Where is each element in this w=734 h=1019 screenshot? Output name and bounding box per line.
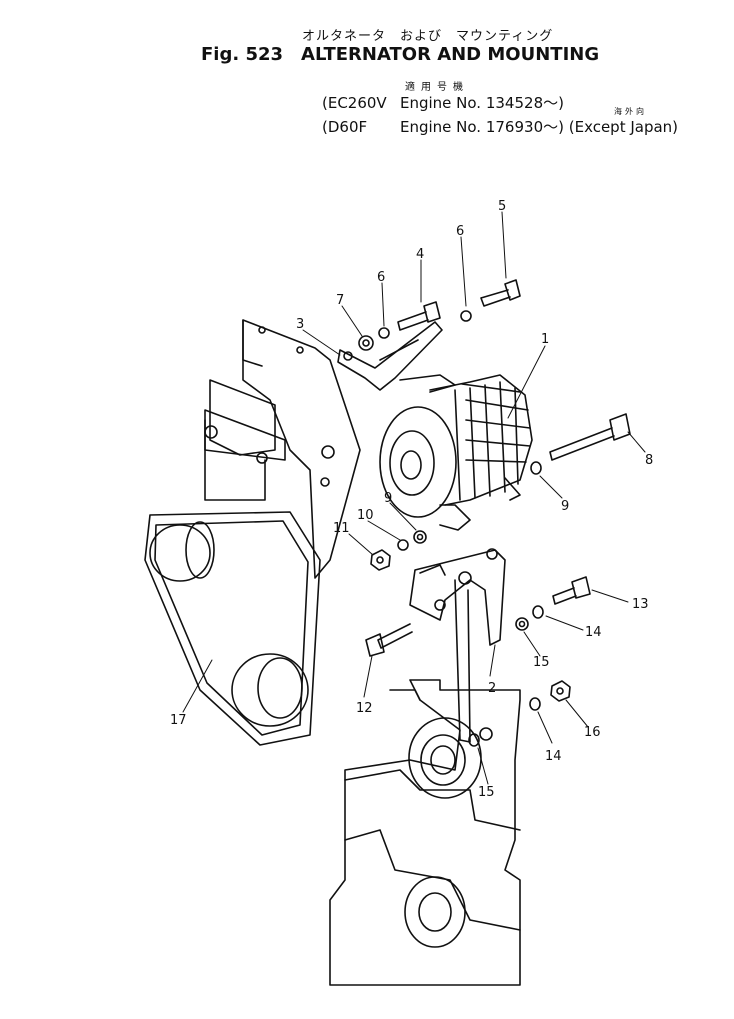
callout-11: 11 bbox=[333, 521, 350, 536]
bolts bbox=[365, 279, 631, 657]
callout-1: 1 bbox=[541, 332, 549, 347]
applicable-jp-label: 適用号機 bbox=[405, 82, 469, 93]
engine-model: (D60F bbox=[322, 118, 368, 136]
washers-and-nuts bbox=[358, 310, 571, 747]
callout-15: 15 bbox=[478, 785, 495, 800]
figure-name: ALTERNATOR AND MOUNTING bbox=[301, 44, 600, 65]
bolt-8 bbox=[549, 427, 615, 461]
engine-model: (EC260V bbox=[322, 94, 387, 112]
callout-14: 14 bbox=[585, 625, 602, 640]
support-plate bbox=[409, 548, 506, 743]
adjusting-arm bbox=[337, 321, 443, 391]
bolt-12 bbox=[377, 623, 413, 649]
callout-12: 12 bbox=[356, 701, 373, 716]
callout-numbers: 1 2 3 4 5 6 6 7 8 9 9 10 11 12 13 14 14 … bbox=[170, 199, 653, 800]
japanese-title: オルタネータ および マウンティング bbox=[302, 29, 554, 44]
callout-6: 6 bbox=[456, 224, 464, 239]
bolt-13 bbox=[552, 587, 577, 605]
engine-block bbox=[329, 679, 521, 986]
callout-15: 15 bbox=[533, 655, 550, 670]
mounting-bracket bbox=[204, 319, 361, 579]
callout-2: 2 bbox=[488, 681, 496, 696]
callout-10: 10 bbox=[357, 508, 374, 523]
callout-7: 7 bbox=[336, 293, 344, 308]
leader-lines bbox=[182, 211, 646, 785]
callout-4: 4 bbox=[416, 247, 424, 262]
callout-5: 5 bbox=[498, 199, 506, 214]
engine-number: Engine No. 176930～) bbox=[400, 118, 564, 136]
callout-9: 9 bbox=[561, 499, 569, 514]
callout-3: 3 bbox=[296, 317, 304, 332]
bolt-4 bbox=[397, 311, 429, 331]
callout-9: 9 bbox=[384, 491, 392, 506]
callout-14: 14 bbox=[545, 749, 562, 764]
engine-line-1: (EC260V Engine No. 134528～) bbox=[322, 92, 564, 113]
figure-number: Fig. 523 bbox=[201, 44, 284, 65]
figure-title: Fig. 523 ALTERNATOR AND MOUNTING bbox=[201, 44, 599, 65]
callout-13: 13 bbox=[632, 597, 649, 612]
callout-17: 17 bbox=[170, 713, 187, 728]
engine-number: Engine No. 134528～) bbox=[400, 94, 564, 112]
callout-8: 8 bbox=[645, 453, 653, 468]
alternator bbox=[379, 374, 533, 531]
engine-line-2: (D60F Engine No. 176930～) (Except Japan) bbox=[322, 116, 678, 137]
bolt-5 bbox=[480, 289, 511, 307]
fan-belt bbox=[144, 511, 321, 746]
overseas-jp-label: 海外向 bbox=[614, 107, 647, 116]
engine-note: (Except Japan) bbox=[568, 118, 679, 136]
callout-6: 6 bbox=[377, 270, 385, 285]
callout-16: 16 bbox=[584, 725, 601, 740]
